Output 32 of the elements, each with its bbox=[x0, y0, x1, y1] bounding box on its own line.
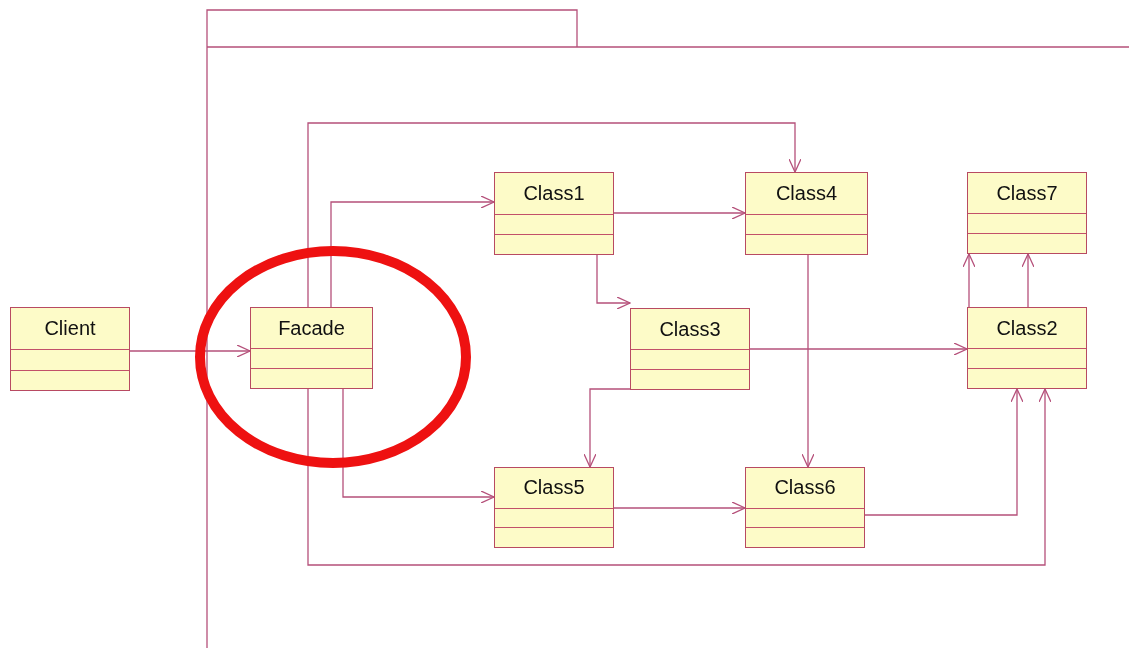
class-name: Class4 bbox=[775, 181, 838, 205]
class-name: Class3 bbox=[659, 317, 721, 341]
class-box bbox=[967, 172, 1087, 254]
class-box bbox=[10, 307, 130, 391]
class-box bbox=[494, 467, 614, 548]
class-box bbox=[250, 307, 373, 389]
arrow bbox=[962, 253, 976, 308]
class-name: Class2 bbox=[996, 316, 1058, 340]
arrow bbox=[330, 195, 495, 308]
arrow bbox=[613, 501, 746, 515]
arrow bbox=[307, 122, 802, 308]
class-box bbox=[630, 308, 750, 390]
arrow bbox=[583, 388, 631, 468]
class-box bbox=[745, 172, 868, 255]
class-name: Class7 bbox=[996, 181, 1058, 205]
arrow bbox=[596, 254, 631, 310]
arrow bbox=[1021, 253, 1035, 308]
arrow bbox=[613, 206, 746, 220]
arrow bbox=[864, 388, 1024, 516]
class-name: Class1 bbox=[523, 181, 585, 205]
arrow bbox=[801, 254, 815, 468]
class-box bbox=[745, 467, 865, 548]
arrow bbox=[129, 344, 251, 358]
arrow bbox=[749, 342, 968, 356]
arrow bbox=[342, 388, 495, 504]
class-box bbox=[494, 172, 614, 255]
class-name: Class6 bbox=[774, 476, 836, 500]
class-box bbox=[967, 307, 1087, 389]
class-name: Class5 bbox=[523, 476, 585, 500]
class-name: Facade bbox=[278, 316, 345, 340]
arrow bbox=[307, 388, 1052, 566]
class-name: Client bbox=[44, 317, 96, 340]
